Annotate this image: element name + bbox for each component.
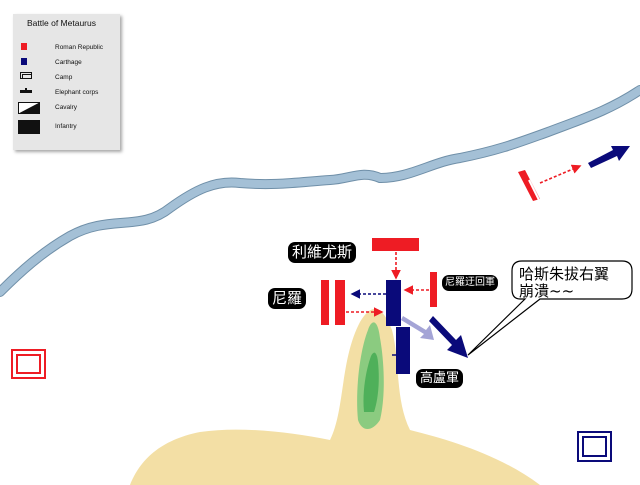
legend-row-elephant: Elephant corps bbox=[13, 87, 120, 103]
carthage-camp bbox=[577, 431, 612, 462]
speech-line-2: 崩潰~~ bbox=[519, 282, 575, 300]
carthage-swatch-icon bbox=[21, 58, 27, 65]
elephant-icon bbox=[20, 88, 32, 93]
nero-infantry-1 bbox=[321, 280, 329, 325]
speech-bubble bbox=[467, 260, 633, 356]
gaulish-infantry bbox=[396, 327, 410, 374]
legend-row-cavalry: Cavalry bbox=[13, 102, 120, 118]
legend-title: Battle of Metaurus bbox=[27, 18, 96, 28]
legend-row-infantry: Infantry bbox=[13, 120, 120, 136]
river-pursuit-arrow bbox=[539, 164, 582, 184]
hasdrubal-infantry bbox=[386, 280, 401, 326]
roman-camp bbox=[11, 349, 46, 379]
carthage-flee-arrow bbox=[588, 146, 630, 168]
nero-flank-label: 尼羅迂回軍 bbox=[442, 275, 498, 291]
livius-infantry bbox=[372, 238, 419, 251]
gaulish-label: 高盧軍 bbox=[416, 369, 464, 388]
infantry-icon bbox=[18, 120, 40, 134]
legend-row-roman: Roman Republic bbox=[13, 42, 120, 58]
roman-swatch-icon bbox=[21, 43, 27, 50]
nero-flank-unit bbox=[430, 272, 437, 307]
nero-infantry-2 bbox=[335, 280, 345, 325]
legend: Battle of Metaurus Roman Republic Cartha… bbox=[13, 14, 120, 150]
hill-green-core bbox=[363, 352, 379, 412]
legend-row-carthage: Carthage bbox=[13, 57, 120, 73]
river-water bbox=[0, 86, 640, 296]
livius-label: 利維尤斯 bbox=[288, 242, 357, 263]
speech-line-1: 哈斯朱拔右翼 bbox=[519, 265, 610, 283]
gaul-retreat-arrow bbox=[401, 316, 434, 340]
speech-bubble-text: 哈斯朱拔右翼 崩潰~~ bbox=[519, 266, 635, 300]
legend-row-camp: Camp bbox=[13, 72, 120, 88]
right-wing-retreat-arrow bbox=[429, 316, 468, 358]
roman-cavalry-river bbox=[518, 170, 540, 201]
hill-sand bbox=[130, 308, 540, 485]
cavalry-icon bbox=[18, 102, 40, 114]
nero-label: 尼羅 bbox=[268, 288, 307, 309]
camp-icon bbox=[20, 72, 32, 79]
